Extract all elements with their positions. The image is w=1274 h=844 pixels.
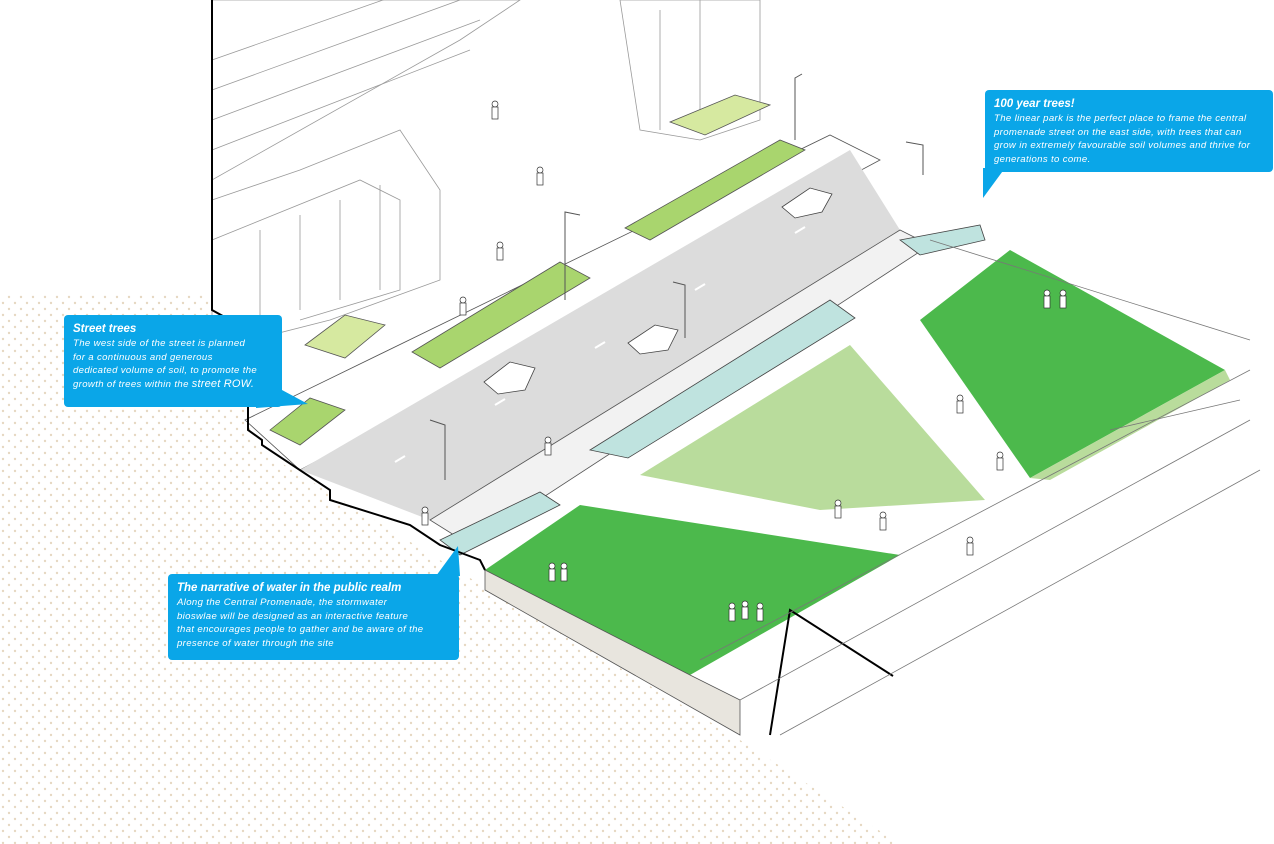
street-trees-callout-body: The west side of the street is planned f…: [73, 337, 273, 391]
street-trees-callout-line: for a continuous and generous: [73, 351, 213, 363]
street-tree-planters: [269, 94, 806, 446]
bioswale-feature-north: [899, 224, 986, 256]
trees-100-callout-line: grow in extremely favourable soil volume…: [994, 140, 1251, 151]
water-callout-pointer: [436, 546, 460, 576]
street-lamps: [429, 73, 924, 480]
street-trees-callout-line-text: growth of trees within the: [73, 378, 189, 390]
trees-100-callout-line: The linear park is the perfect place to …: [994, 113, 1247, 124]
street-trees-callout-emphasis: street ROW.: [191, 377, 255, 390]
water-callout-body: Along the Central Promenade, the stormwa…: [177, 596, 450, 650]
trees-100-callout-line: generations to come.: [994, 153, 1091, 165]
trees-100-callout-line: promenade street on the east side, with …: [994, 126, 1242, 138]
trees-100-callout-pointer: [983, 168, 1005, 198]
road-surface: [300, 150, 900, 520]
road-center-marks: [394, 226, 806, 463]
water-callout: The narrative of water in the public rea…: [168, 574, 459, 660]
site-outline-lines: [699, 239, 1261, 736]
trees-100-callout-body: The linear park is the perfect place to …: [994, 112, 1264, 166]
trees-100-callout-title: 100 year trees!: [994, 98, 1075, 110]
water-callout-title: The narrative of water in the public rea…: [177, 582, 402, 594]
base-slab: [484, 569, 741, 736]
building-blocks: [211, 0, 761, 351]
people-figures: [421, 100, 1067, 622]
street-trees-callout-line: growth of trees within the street ROW.: [73, 378, 273, 392]
park-lawns: [485, 250, 1230, 675]
water-callout-line: Along the Central Promenade, the stormwa…: [177, 597, 388, 608]
street-trees-callout: Street trees The west side of the street…: [64, 315, 282, 407]
bioswale-strip: [588, 299, 856, 459]
street-trees-callout-line: The west side of the street is planned: [73, 338, 246, 349]
water-callout-line: that encourages people to gather and be …: [177, 624, 424, 635]
street-trees-callout-line: dedicated volume of soil, to promote the: [73, 365, 258, 376]
trees-100-callout: 100 year trees! The linear park is the p…: [985, 90, 1273, 172]
cars: [483, 187, 833, 395]
street-trees-callout-title: Street trees: [73, 323, 137, 335]
water-callout-line: presence of water through the site: [177, 637, 334, 649]
water-callout-line: bioswlae will be designed as an interact…: [177, 610, 409, 622]
